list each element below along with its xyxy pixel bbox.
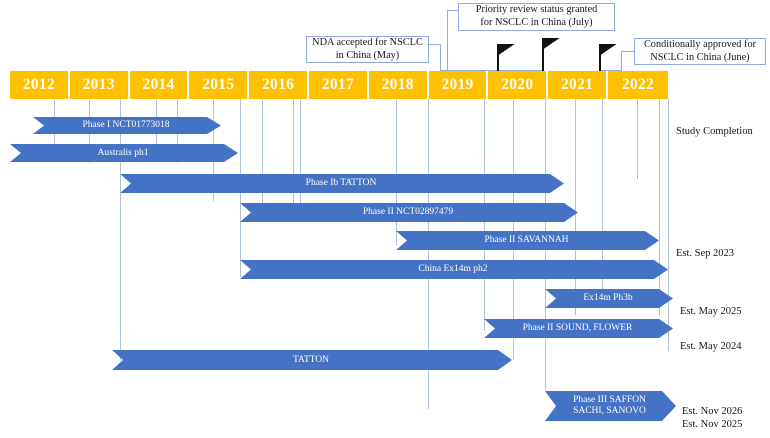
bar-label: Ex14m Ph3b xyxy=(583,293,633,304)
leader-line-nda xyxy=(429,44,441,46)
year-cell-2019: 2019 xyxy=(428,71,489,99)
study-completion-label: Study Completion xyxy=(676,112,770,138)
year-label: 2013 xyxy=(82,76,115,93)
gridline xyxy=(659,99,660,317)
flag-cloth xyxy=(600,44,617,55)
leader-line-priority-h xyxy=(447,10,459,12)
year-cell-2022: 2022 xyxy=(608,71,668,99)
bar-label: TATTON xyxy=(292,354,329,365)
year-label: 2015 xyxy=(202,76,235,93)
callout-priority-review: Priority review status granted for NSCLC… xyxy=(458,3,615,31)
study-completion-text: Study Completion xyxy=(676,126,753,138)
bar-phase-ii-sound-flower[interactable]: Phase II SOUND, FLOWER xyxy=(484,319,673,338)
bar-australis-ph1[interactable]: Australis ph1 xyxy=(10,144,238,162)
gridline xyxy=(300,99,301,219)
callout-nda-accepted-text: NDA accepted for NSCLC in China (May) xyxy=(312,36,423,61)
bar-label: Phase I NCT01773018 xyxy=(82,120,170,131)
note-phase-iii-saffon: Est. Nov 2026 Est. Nov 2025 xyxy=(682,392,770,431)
year-cell-2013: 2013 xyxy=(69,71,130,99)
gridline xyxy=(120,99,121,361)
gridline xyxy=(668,99,669,351)
year-cell-2012: 2012 xyxy=(10,71,70,99)
year-label: 2017 xyxy=(321,76,354,93)
year-label: 2016 xyxy=(261,76,295,93)
flag-pole xyxy=(542,38,544,72)
bar-label: Phase II SAVANNAH xyxy=(484,235,569,246)
bar-label: Australis ph1 xyxy=(97,147,149,158)
bar-label: Phase III SAFFON SACHI, SANOVO xyxy=(573,395,646,416)
gridline xyxy=(602,99,603,305)
note-phase-ii-savannah: Est. Sep 2023 xyxy=(676,234,770,260)
leader-line-priority-h2 xyxy=(447,70,543,72)
year-cell-2021: 2021 xyxy=(548,71,608,99)
callout-conditional-approval: Conditionally approved for NSCLC in Chin… xyxy=(634,38,766,65)
bar-label: China Ex14m ph2 xyxy=(418,264,488,275)
bar-phase-iii-saffon-sachi-sanovo[interactable]: Phase III SAFFON SACHI, SANOVO xyxy=(545,391,676,421)
callout-nda-accepted: NDA accepted for NSCLC in China (May) xyxy=(306,36,429,63)
bar-tatton[interactable]: TATTON xyxy=(112,350,512,370)
leader-line-nda-vert xyxy=(440,44,442,72)
flag-cloth xyxy=(543,38,560,49)
bar-china-ex14m-ph2[interactable]: China Ex14m ph2 xyxy=(240,260,668,279)
year-label: 2021 xyxy=(560,76,594,93)
year-axis: 2012 2013 2014 2015 2016 2017 2018 2019 … xyxy=(10,71,668,99)
bar-phase-ii-nct02897479[interactable]: Phase II NCT02897479 xyxy=(240,203,578,222)
leader-line-priority-v xyxy=(447,10,449,72)
gridline xyxy=(262,99,263,209)
flag-pole xyxy=(599,44,601,72)
flag-icon-nda xyxy=(497,44,515,72)
note-text: Est. Nov 2026 Est. Nov 2025 xyxy=(682,406,743,431)
year-cell-2014: 2014 xyxy=(129,71,190,99)
bar-ex14m-ph3b[interactable]: Ex14m Ph3b xyxy=(545,289,673,308)
note-text: Est. May 2024 xyxy=(680,341,742,353)
gridline xyxy=(396,99,397,245)
year-label: 2014 xyxy=(142,76,175,93)
note-ex14m-ph3b: Est. May 2025 xyxy=(680,292,770,318)
year-label: 2019 xyxy=(441,76,474,93)
bar-phase-i-nct01773018[interactable]: Phase I NCT01773018 xyxy=(33,117,221,134)
leader-line-cond-h2 xyxy=(599,70,622,72)
bar-label: Phase Ib TATTON xyxy=(305,178,377,189)
year-label: 2012 xyxy=(22,76,55,93)
note-text: Est. May 2025 xyxy=(680,306,742,318)
leader-line-cond-v xyxy=(621,51,623,72)
flag-cloth xyxy=(498,44,515,55)
gridline xyxy=(293,99,294,219)
flag-icon-priority-review xyxy=(542,38,560,72)
gridline xyxy=(637,99,638,179)
gridline xyxy=(428,99,429,409)
year-label: 2018 xyxy=(381,76,414,93)
gridline xyxy=(513,99,514,359)
gridline xyxy=(575,99,576,315)
note-phase-ii-sound-flower: Est. May 2024 xyxy=(680,327,770,353)
flag-pole xyxy=(497,44,499,72)
callout-conditional-approval-text: Conditionally approved for NSCLC in Chin… xyxy=(643,38,757,63)
leader-line-cond-h xyxy=(621,51,635,53)
year-cell-2016: 2016 xyxy=(249,71,309,99)
bar-phase-ib-tatton[interactable]: Phase Ib TATTON xyxy=(120,174,564,193)
flag-icon-conditional-approval xyxy=(599,44,617,72)
year-label: 2020 xyxy=(501,76,534,93)
bar-label: Phase II NCT02897479 xyxy=(362,207,454,218)
note-text: Est. Sep 2023 xyxy=(676,248,735,260)
year-cell-2017: 2017 xyxy=(309,71,369,99)
year-cell-2015: 2015 xyxy=(189,71,250,99)
year-label: 2022 xyxy=(621,76,655,93)
year-cell-2018: 2018 xyxy=(368,71,429,99)
year-cell-2020: 2020 xyxy=(488,71,549,99)
callout-priority-review-text: Priority review status granted for NSCLC… xyxy=(475,4,598,28)
bar-phase-ii-savannah[interactable]: Phase II SAVANNAH xyxy=(396,231,659,250)
bar-label: Phase II SOUND, FLOWER xyxy=(522,323,633,334)
